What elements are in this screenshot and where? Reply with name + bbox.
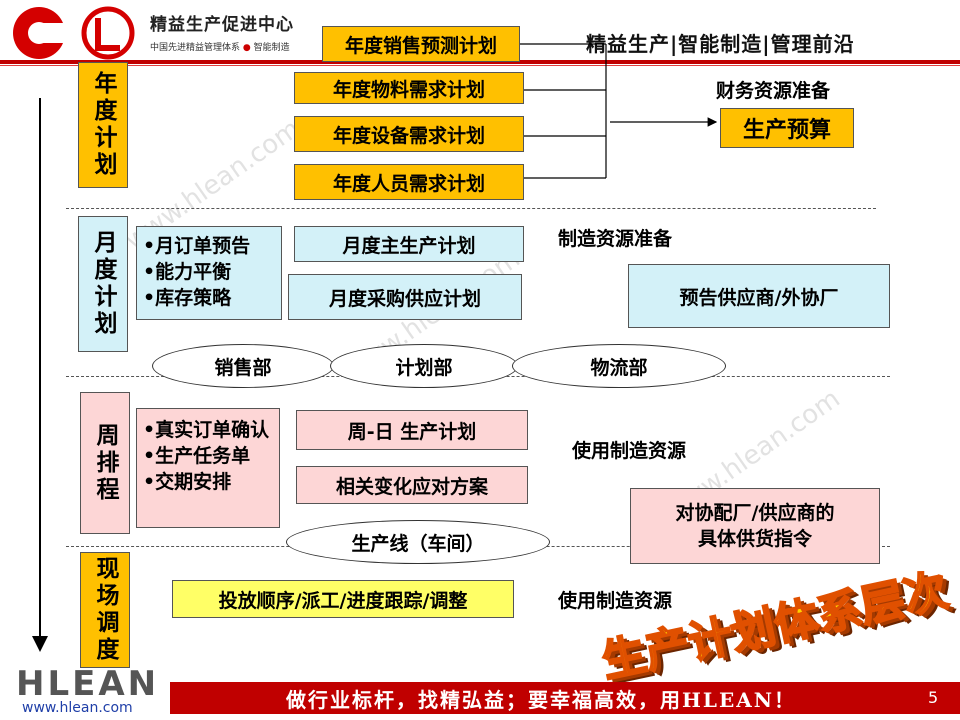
supply-instruction: 对协配厂/供应商的 具体供货指令 [630,488,880,564]
footer-bar [170,682,960,714]
supply-instruction-line: 对协配厂/供应商的 [675,502,835,524]
change-response-plan: 相关变化应对方案 [296,466,528,504]
page-number: 5 [928,688,939,707]
dept-logistics: 物流部 [512,344,726,388]
dot-separator: ● [240,43,254,53]
supplier-notice: 预告供应商/外协厂 [628,264,890,328]
week-day-plan: 周-日 生产计划 [296,410,528,450]
logo-icon [13,6,135,60]
level-monthly: 月度计划 [78,216,128,352]
org-name: 精益生产促进中心 [150,15,294,35]
annual-material-plan: 年度物料需求计划 [294,72,524,104]
level-annual: 年度计划 [78,62,128,188]
use-resource-label: 使用制造资源 [558,590,673,612]
org-subtitle: 中国先进精益管理体系 ● 智能制造 [150,40,290,53]
level-weekly: 周排程 [80,392,130,534]
header-divider [0,60,960,64]
hlean-logo: HLEAN [16,664,160,704]
footer-slogan: 做行业标杆，找精弘益；要幸福高效，用HLEAN！ [286,688,797,712]
manufacturing-prep-label: 制造资源准备 [558,228,673,250]
list-item: •能力平衡 [143,261,232,283]
header-divider [0,65,960,66]
org-subtitle-part: 智能制造 [253,43,290,53]
dispatch-task: 投放顺序/派工/进度跟踪/调整 [172,580,514,618]
finance-label: 财务资源准备 [716,80,831,102]
list-item: •交期安排 [143,471,232,493]
monthly-notes: •月订单预告 •能力平衡 •库存策略 [136,226,282,320]
section-divider [66,208,876,209]
annual-equipment-plan: 年度设备需求计划 [294,116,524,152]
use-resource-label: 使用制造资源 [572,440,687,462]
list-item: •库存策略 [143,287,232,309]
tagline: 精益生产|智能制造|管理前沿 [586,32,855,56]
dept-sales: 销售部 [152,344,334,388]
list-item: •真实订单确认 [143,419,270,441]
monthly-master-plan: 月度主生产计划 [294,226,524,262]
website-link[interactable]: www.hlean.com [22,700,133,716]
workshop-ellipse: 生产线（车间） [286,520,550,564]
org-subtitle-part: 中国先进精益管理体系 [150,43,241,53]
list-item: •生产任务单 [143,445,251,467]
level-dispatch: 现场调度 [80,552,130,668]
annual-staff-plan: 年度人员需求计划 [294,164,524,200]
supply-instruction-line: 具体供货指令 [697,528,812,550]
monthly-purchase-plan: 月度采购供应计划 [288,274,522,320]
weekly-notes: •真实订单确认 •生产任务单 •交期安排 [136,408,280,528]
list-item: •月订单预告 [143,235,251,257]
annual-sales-forecast: 年度销售预测计划 [322,26,520,62]
production-budget: 生产预算 [720,108,854,148]
dept-planning: 计划部 [330,344,518,388]
